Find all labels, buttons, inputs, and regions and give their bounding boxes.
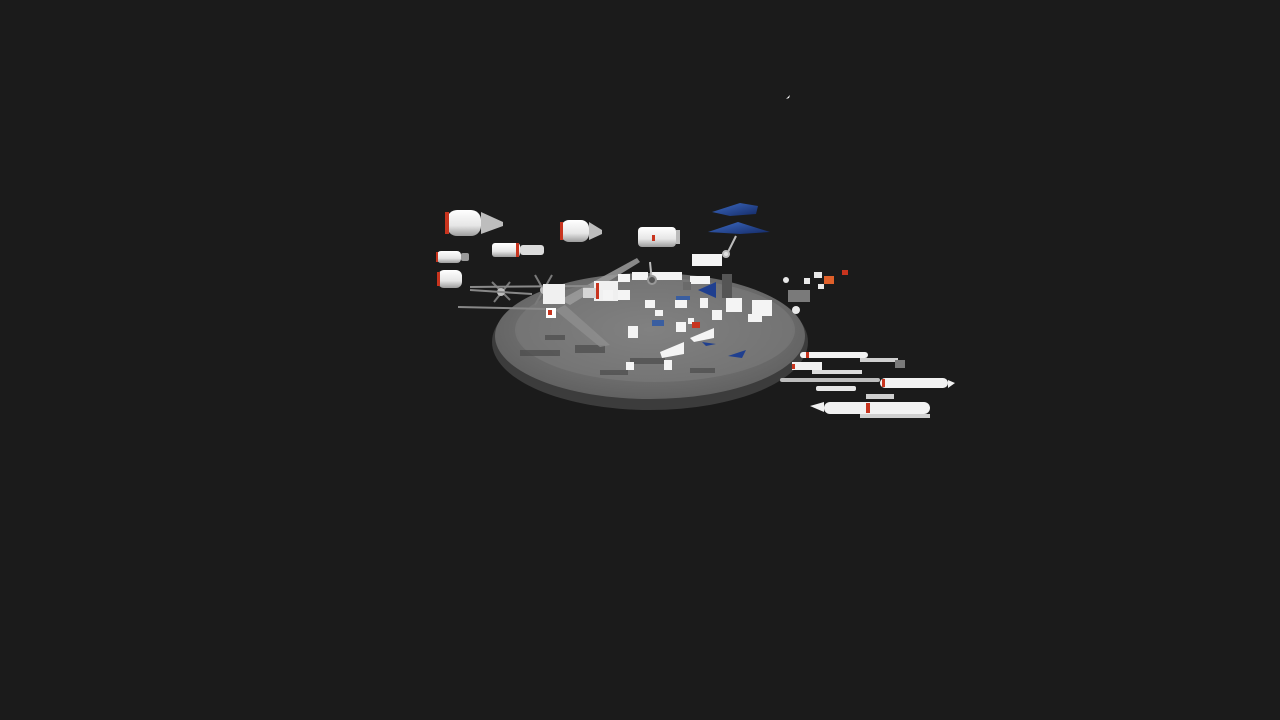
long-rod[interactable]: [457, 306, 546, 310]
missile-2[interactable]: [792, 362, 862, 374]
long-rod-2[interactable]: [469, 285, 591, 288]
blue-parts[interactable]: [652, 203, 770, 358]
jet-engine-medium[interactable]: [560, 220, 602, 242]
missile-1[interactable]: [800, 352, 905, 368]
dark-parts[interactable]: [683, 274, 810, 302]
jet-engine-small-2[interactable]: [492, 243, 544, 257]
cockpit-block[interactable]: [543, 281, 618, 318]
missile-4[interactable]: [816, 386, 894, 399]
propeller-left[interactable]: [469, 281, 533, 303]
platform: [492, 273, 808, 410]
red-parts[interactable]: [692, 270, 848, 328]
missile-5[interactable]: [810, 402, 930, 418]
jet-engine-small-3[interactable]: [437, 270, 462, 288]
small-parts-right[interactable]: [783, 272, 824, 314]
jet-engine-small-1[interactable]: [436, 251, 469, 263]
cursor-icon: [786, 95, 790, 99]
jet-engine-cylinder[interactable]: [638, 227, 680, 247]
missile-3[interactable]: [780, 378, 955, 388]
jet-engine-large[interactable]: [445, 210, 503, 236]
platform-parts[interactable]: [603, 254, 772, 370]
landing-gear[interactable]: [647, 235, 737, 285]
platform-inner: [515, 278, 795, 382]
